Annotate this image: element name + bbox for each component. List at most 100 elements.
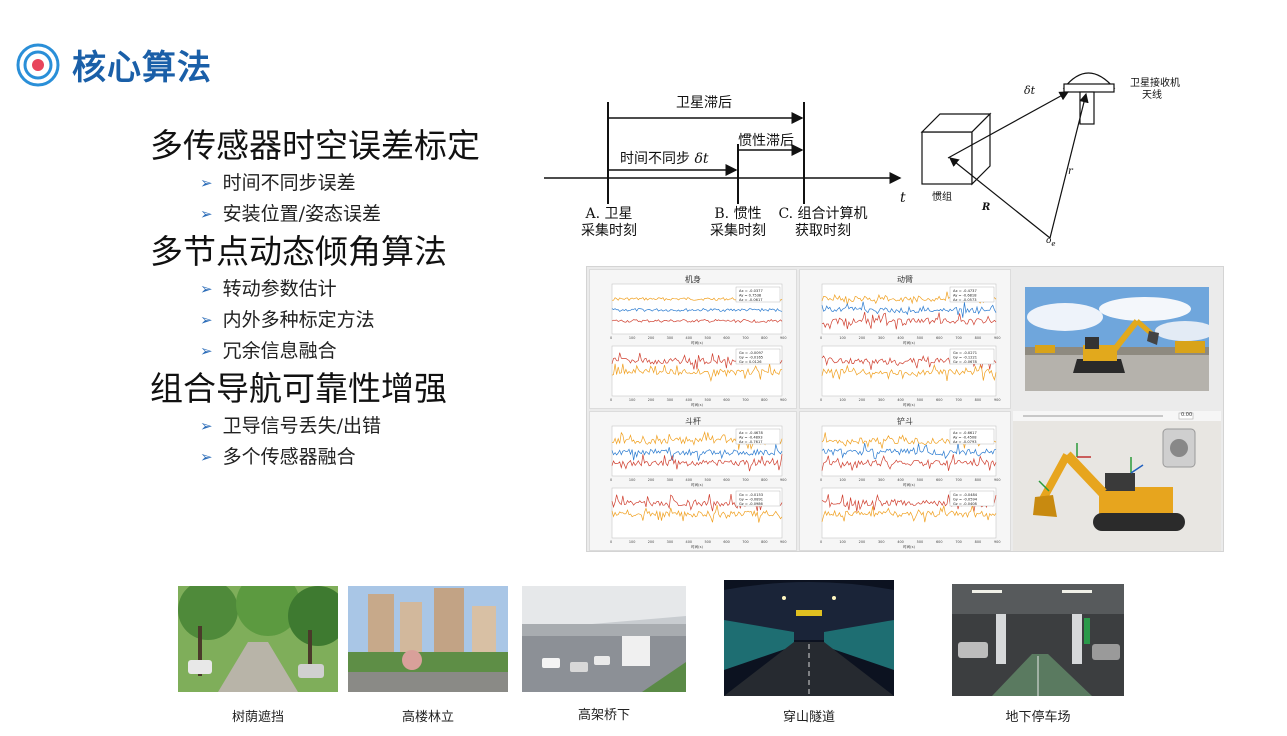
- x-tick-label: 400: [897, 478, 903, 482]
- chart-cell-title: 机身: [685, 275, 701, 284]
- scene-viaduct-image: [522, 586, 686, 692]
- point-a-line2: 采集时刻: [581, 223, 637, 239]
- x-axis-label: 时间(s): [903, 340, 915, 345]
- point-b-label: B. 惯性采集时刻: [700, 206, 776, 240]
- legend-entry: Az = -0.7617: [739, 440, 763, 444]
- x-tick-label: 100: [839, 336, 845, 340]
- point-c-line1: C. 组合计算机: [778, 206, 868, 222]
- legend-entry: Az = -0.0573: [953, 298, 977, 302]
- scene-parking-image: [952, 584, 1124, 696]
- legend-entry: Az = -0.0793: [953, 440, 977, 444]
- legend-entry: Gz = -0.0678: [953, 360, 978, 364]
- scene-tunnel-image: [724, 580, 894, 696]
- x-tick-label: 900: [780, 540, 786, 544]
- x-tick-label: 300: [878, 540, 884, 544]
- section-heading: 多节点动态倾角算法: [150, 232, 447, 271]
- x-tick-label: 100: [629, 540, 635, 544]
- scene-label: 高架桥下: [577, 708, 630, 723]
- x-tick-label: 900: [994, 398, 1000, 402]
- x-tick-label: 500: [917, 398, 923, 402]
- legend-entry: Gy = -0.1221: [953, 356, 977, 360]
- x-tick-label: 200: [859, 540, 865, 544]
- point-c-label: C. 组合计算机获取时刻: [768, 206, 878, 240]
- x-axis-label: 时间(s): [903, 482, 915, 487]
- x-tick-label: 100: [629, 336, 635, 340]
- r-vector-label: r: [1068, 166, 1073, 177]
- page-header: 核心算法: [16, 40, 212, 89]
- point-a-line1: A. 卫星: [585, 206, 633, 222]
- x-tick-label: 600: [936, 540, 942, 544]
- x-tick-label: 600: [936, 478, 942, 482]
- scene-label: 地下停车场: [1005, 710, 1071, 725]
- list-item: ➢时间不同步误差: [200, 168, 550, 199]
- signal-line: [611, 454, 783, 472]
- legend-entry: Gz = -0.0408: [953, 502, 978, 506]
- x-tick-label: 300: [667, 478, 673, 482]
- x-tick-label: 500: [704, 478, 710, 482]
- origin-subscript: e: [1051, 239, 1056, 248]
- x-tick-label: 200: [859, 398, 865, 402]
- x-tick-label: 400: [686, 336, 692, 340]
- x-tick-label: 700: [742, 336, 748, 340]
- arrow-bullet-icon: ➢: [200, 448, 213, 466]
- x-tick-label: 100: [839, 478, 845, 482]
- list-item: ➢多个传感器融合: [200, 442, 550, 473]
- signal-line: [821, 311, 997, 330]
- arrow-bullet-icon: ➢: [200, 174, 213, 192]
- arrow-bullet-icon: ➢: [200, 280, 213, 298]
- signal-line: [821, 363, 997, 382]
- legend-entry: Gx = -0.0484: [953, 493, 978, 497]
- x-tick-label: 400: [897, 540, 903, 544]
- chart-cell-title: 铲斗: [897, 417, 913, 426]
- x-axis-label: 时间(s): [691, 402, 703, 407]
- x-tick-label: 700: [742, 478, 748, 482]
- signal-line: [821, 504, 997, 523]
- async-label: 时间不同步 δt: [620, 148, 709, 168]
- legend-box: [949, 348, 995, 365]
- x-tick-label: 0: [610, 478, 612, 482]
- x-tick-label: 600: [723, 336, 729, 340]
- x-tick-label: 800: [761, 336, 767, 340]
- arrow-bullet-icon: ➢: [200, 205, 213, 223]
- x-tick-label: 0: [820, 540, 822, 544]
- excavator-3d-model-view: 0.00: [1013, 411, 1221, 551]
- x-tick-label: 800: [761, 398, 767, 402]
- signal-line: [821, 301, 997, 318]
- x-tick-label: 900: [994, 478, 1000, 482]
- x-tick-label: 500: [704, 336, 710, 340]
- chart-cell-title: 斗杆: [685, 417, 701, 426]
- x-tick-label: 0: [820, 336, 822, 340]
- x-tick-label: 900: [780, 336, 786, 340]
- legend-entry: Gz = -0.0986: [739, 502, 764, 506]
- x-tick-label: 900: [780, 478, 786, 482]
- x-tick-label: 900: [994, 336, 1000, 340]
- x-tick-label: 100: [839, 540, 845, 544]
- legend-entry: Gy = -0.0594: [953, 498, 978, 502]
- section-heading: 组合导航可靠性增强: [150, 369, 447, 408]
- signal-line: [611, 318, 783, 323]
- x-tick-label: 300: [878, 398, 884, 402]
- x-tick-label: 600: [723, 540, 729, 544]
- delta-t-label: δt: [1024, 84, 1036, 97]
- x-axis-label: 时间(s): [691, 482, 703, 487]
- model-toolbar-value: 0.00: [1181, 412, 1193, 418]
- x-tick-label: 400: [897, 336, 903, 340]
- excavator-photo: [1025, 287, 1215, 391]
- legend-entry: Gy = -0.0165: [739, 356, 763, 360]
- point-b-line1: B. 惯性: [714, 206, 762, 222]
- x-tick-label: 0: [610, 540, 612, 544]
- x-tick-label: 500: [704, 540, 710, 544]
- x-tick-label: 200: [648, 478, 654, 482]
- origin-label: oe: [1046, 236, 1056, 248]
- chart-cell-title: 动臂: [897, 275, 913, 284]
- page-title: 核心算法: [72, 48, 212, 88]
- x-tick-label: 0: [820, 398, 822, 402]
- x-tick-label: 800: [975, 336, 981, 340]
- x-tick-label: 500: [917, 336, 923, 340]
- async-label-text: 时间不同步: [620, 151, 690, 167]
- x-tick-label: 700: [955, 540, 961, 544]
